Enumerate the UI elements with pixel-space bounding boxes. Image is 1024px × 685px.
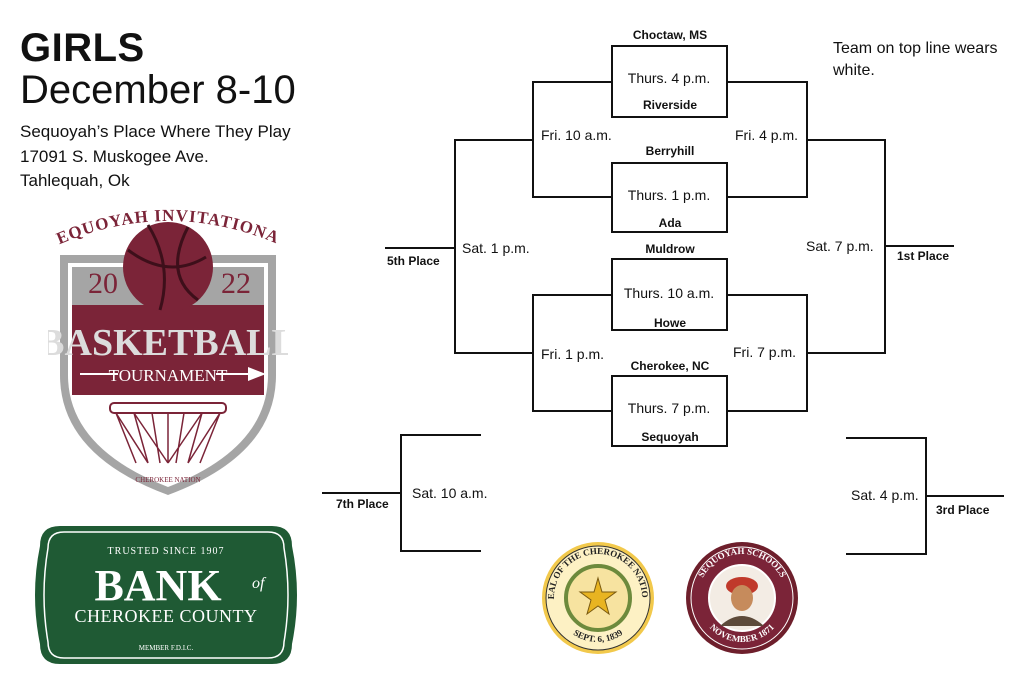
portrait-icon <box>720 577 764 626</box>
seventh-place-label: 7th Place <box>336 497 389 511</box>
seventh-place-time: Sat. 10 a.m. <box>412 485 488 501</box>
game-3-time: Thurs. 10 a.m. <box>623 285 715 301</box>
arrow-icon <box>216 367 266 381</box>
bank-logo: TRUSTED SINCE 1907 BANK of CHEROKEE COUN… <box>35 526 297 664</box>
star-icon <box>578 576 618 616</box>
tournament-logo: SEQUOYAH INVITATIONAL 20 22 BASKETBALL T… <box>48 205 288 495</box>
consolation-lower-time: Fri. 1 p.m. <box>541 346 605 362</box>
cherokee-nation-seal: SEAL OF THE CHEROKEE NATION SEPT. 6, 183… <box>540 540 654 654</box>
game-2-time: Thurs. 1 p.m. <box>627 187 711 203</box>
venue-name: Sequoyah’s Place Where They Play <box>20 122 291 141</box>
first-place-label: 1st Place <box>897 249 950 263</box>
semifinal-upper-time: Fri. 4 p.m. <box>735 127 799 143</box>
venue-city: Tahlequah, Ok <box>20 171 130 190</box>
championship-time: Sat. 7 p.m. <box>806 238 874 254</box>
third-place-label: 3rd Place <box>936 503 990 517</box>
team-bottom-game-3: Howe <box>653 316 686 330</box>
game-box-1 <box>611 45 728 118</box>
game-box-4 <box>611 375 728 447</box>
bank-name: BANK <box>94 561 221 610</box>
fifth-place-label: 5th Place <box>387 254 440 268</box>
logo-year-left: 20 <box>88 267 118 300</box>
game-box-3 <box>611 258 728 331</box>
tournament-dates: December 8-10 <box>20 68 296 112</box>
team-bottom-game-2: Ada <box>658 216 682 230</box>
team-bottom-game-1: Riverside <box>642 98 698 112</box>
page-title: GIRLS <box>20 26 145 70</box>
sequoyah-schools-seal: SEQUOYAH SCHOOLS NOVEMBER 1871 <box>686 542 798 654</box>
game-4-time: Thurs. 7 p.m. <box>627 400 711 416</box>
consolation-upper-time: Fri. 10 a.m. <box>541 127 612 143</box>
team-top-game-4: Cherokee, NC <box>630 359 710 373</box>
team-bottom-game-4: Sequoyah <box>641 430 699 444</box>
basketball-icon <box>123 222 213 312</box>
semifinal-lower-time: Fri. 7 p.m. <box>733 344 797 360</box>
bank-trusted-since: TRUSTED SINCE 1907 <box>108 546 225 557</box>
basketball-hoop-icon <box>109 402 227 464</box>
jersey-note: Team on top line wears white. <box>833 40 998 79</box>
bank-of: of <box>252 575 267 592</box>
third-place-time: Sat. 4 p.m. <box>851 487 919 503</box>
fifth-place-time: Sat. 1 p.m. <box>462 240 530 256</box>
game-1-time: Thurs. 4 p.m. <box>627 70 711 86</box>
team-top-game-3: Muldrow <box>645 242 695 256</box>
game-box-2 <box>611 162 728 233</box>
venue-address: 17091 S. Muskogee Ave. <box>20 147 209 166</box>
bank-county: CHEROKEE COUNTY <box>75 606 258 626</box>
team-top-game-1: Choctaw, MS <box>632 28 708 42</box>
logo-word-tournament: TOURNAMENT <box>109 366 228 385</box>
team-top-game-2: Berryhill <box>645 144 695 158</box>
logo-word-basketball: BASKETBALL <box>48 322 288 364</box>
bank-member-fdic: MEMBER F.D.I.C. <box>139 644 194 652</box>
logo-footer: CHEROKEE NATION <box>135 476 200 484</box>
logo-year-right: 22 <box>221 267 251 300</box>
